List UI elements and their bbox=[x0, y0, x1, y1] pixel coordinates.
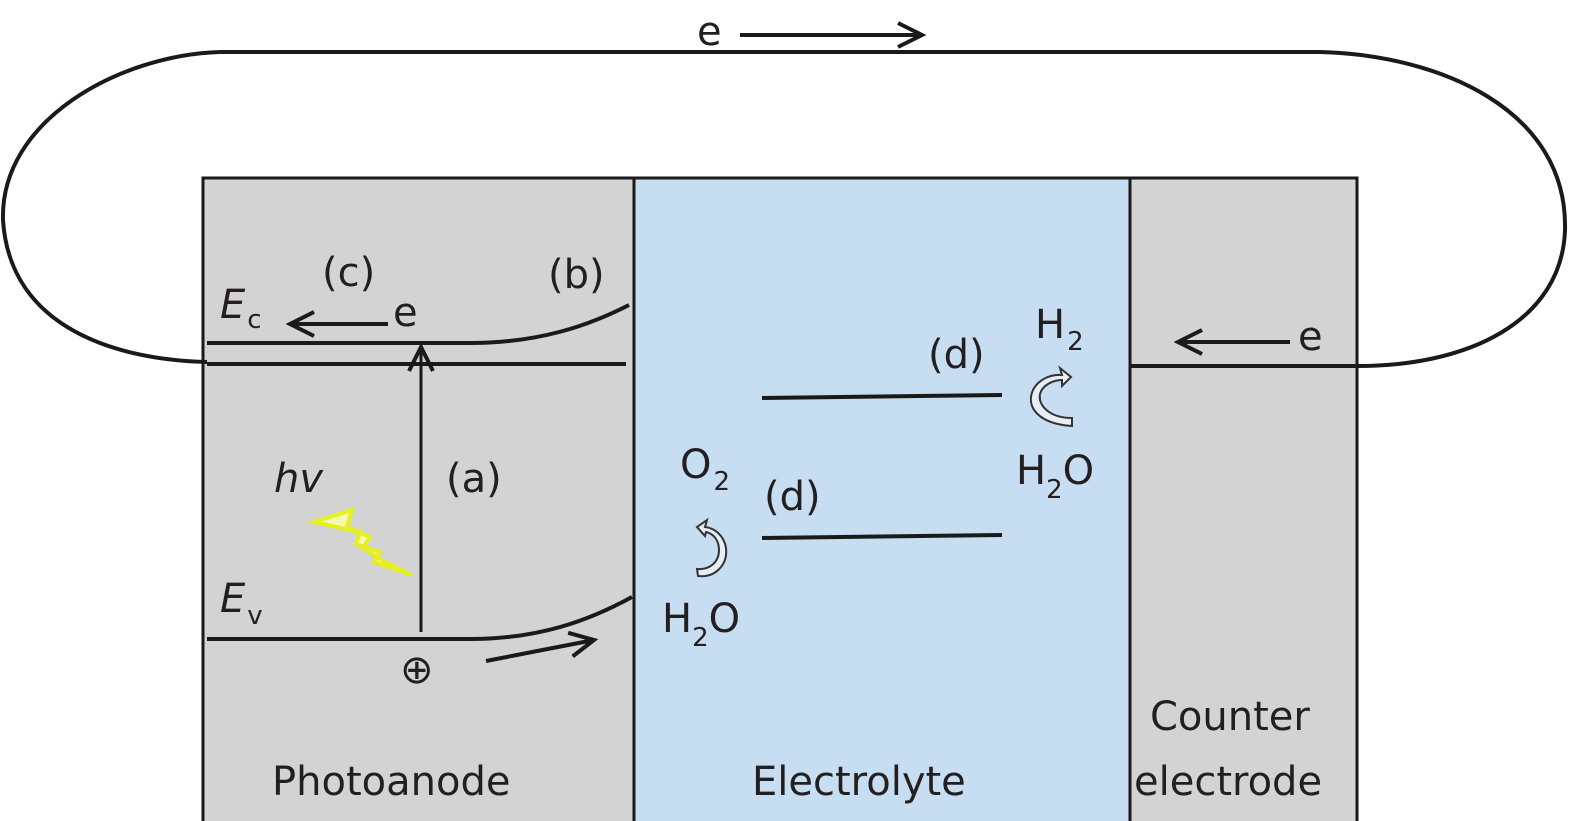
upper-step-d-label: (d) bbox=[928, 332, 985, 378]
valence-band-label: Ev bbox=[220, 576, 263, 631]
conduction-band-line bbox=[207, 303, 630, 345]
counter-electrode-label-line1: Counter bbox=[1150, 694, 1310, 740]
upper-h2o-label: H2O bbox=[1016, 448, 1094, 505]
h2-evolution-curved-arrow-icon bbox=[1030, 365, 1073, 428]
lower-h2o-label: H2O bbox=[662, 596, 740, 653]
hole-symbol: ⊕ bbox=[400, 647, 434, 693]
h2-label: H2 bbox=[1035, 302, 1084, 357]
photoanode-electron-label: e bbox=[393, 290, 418, 336]
photon-label: hv bbox=[274, 456, 324, 502]
electrolyte-label: Electrolyte bbox=[752, 759, 966, 805]
electrolyte-region bbox=[632, 176, 1132, 821]
lightning-bolt-icon bbox=[306, 506, 413, 577]
counter-electrode-label-line2: electrode bbox=[1134, 759, 1322, 805]
conduction-band-label: Ec bbox=[220, 282, 262, 335]
hole-transfer-arrow bbox=[485, 640, 594, 663]
step-b-label: (b) bbox=[548, 252, 605, 298]
circuit-electron-label: e bbox=[697, 9, 722, 55]
external-circuit-wire bbox=[0, 50, 1568, 369]
step-c-label: (c) bbox=[322, 250, 375, 296]
counter-electron-label: e bbox=[1298, 314, 1323, 360]
upper-redox-level bbox=[761, 393, 1003, 400]
photoanode-region bbox=[201, 176, 636, 821]
lower-step-d-label: (d) bbox=[764, 474, 821, 520]
photoanode-label: Photoanode bbox=[272, 759, 510, 805]
o2-evolution-curved-arrow-icon bbox=[695, 517, 728, 578]
step-a-label: (a) bbox=[446, 456, 502, 502]
valence-band-line bbox=[207, 595, 633, 641]
lower-redox-level bbox=[761, 533, 1003, 540]
counter-electrode-region bbox=[1128, 176, 1359, 821]
o2-label: O2 bbox=[680, 442, 730, 497]
